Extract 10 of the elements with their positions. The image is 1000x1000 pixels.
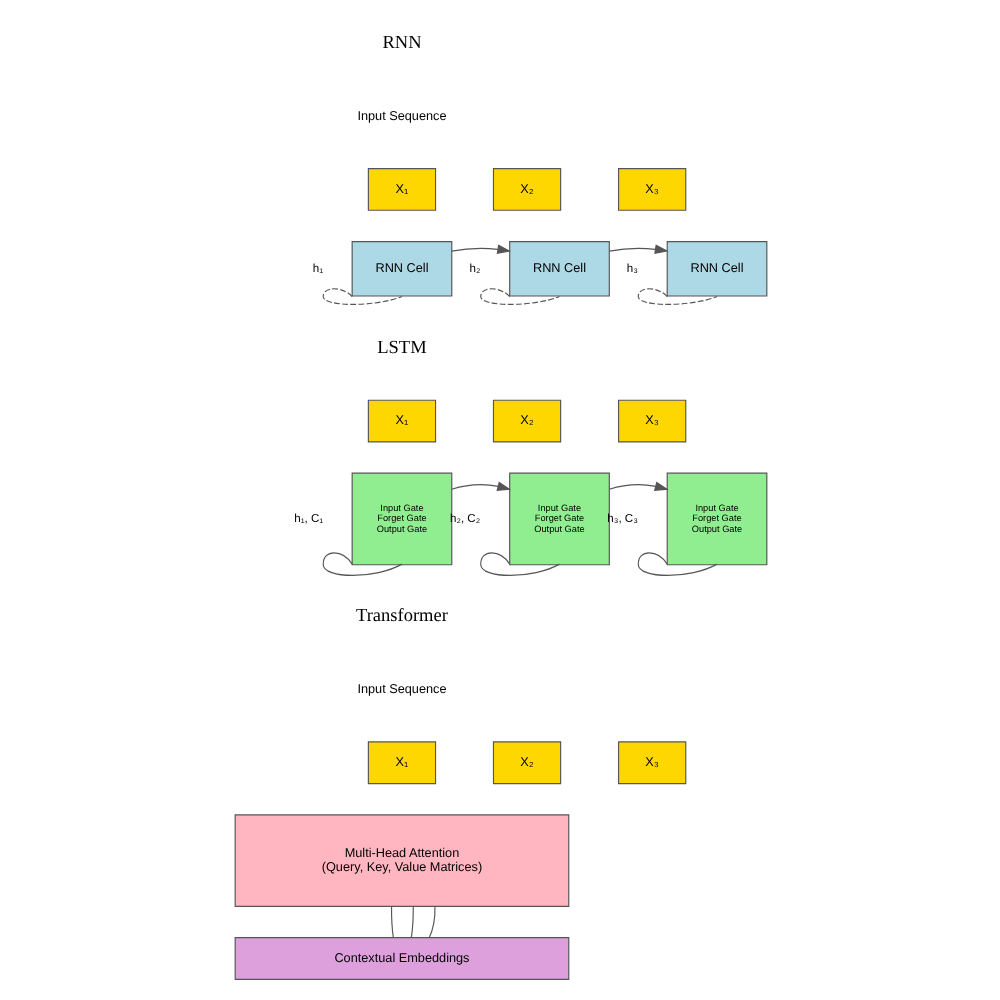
label: Transformer [355,606,447,627]
arrow [450,243,511,254]
arrow [607,243,668,254]
label: LSTM [376,337,426,358]
arrow [450,480,511,490]
connector [427,905,435,938]
connector [389,905,393,938]
arrow [607,480,668,490]
connector [409,905,413,938]
label: RNN [381,32,421,53]
